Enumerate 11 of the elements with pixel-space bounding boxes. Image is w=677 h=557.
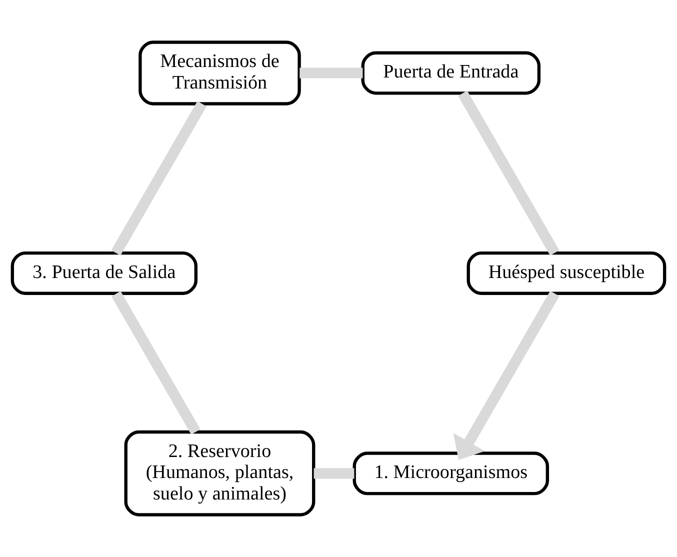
node-box: 1. Microorganismos <box>352 452 550 496</box>
node-box: Huésped susceptible <box>466 251 666 295</box>
node-box: 3. Puerta de Salida <box>10 251 198 295</box>
node-box: 2. Reservorio (Humanos, plantas, suelo y animales) <box>124 430 316 516</box>
node-box: Mecanismos de Transmisión <box>138 40 301 106</box>
arrow <box>453 290 560 460</box>
connector <box>111 101 207 256</box>
connector <box>111 291 200 435</box>
node-box: Puerta de Entrada <box>361 51 541 95</box>
connector <box>458 90 560 256</box>
connector <box>300 68 363 78</box>
